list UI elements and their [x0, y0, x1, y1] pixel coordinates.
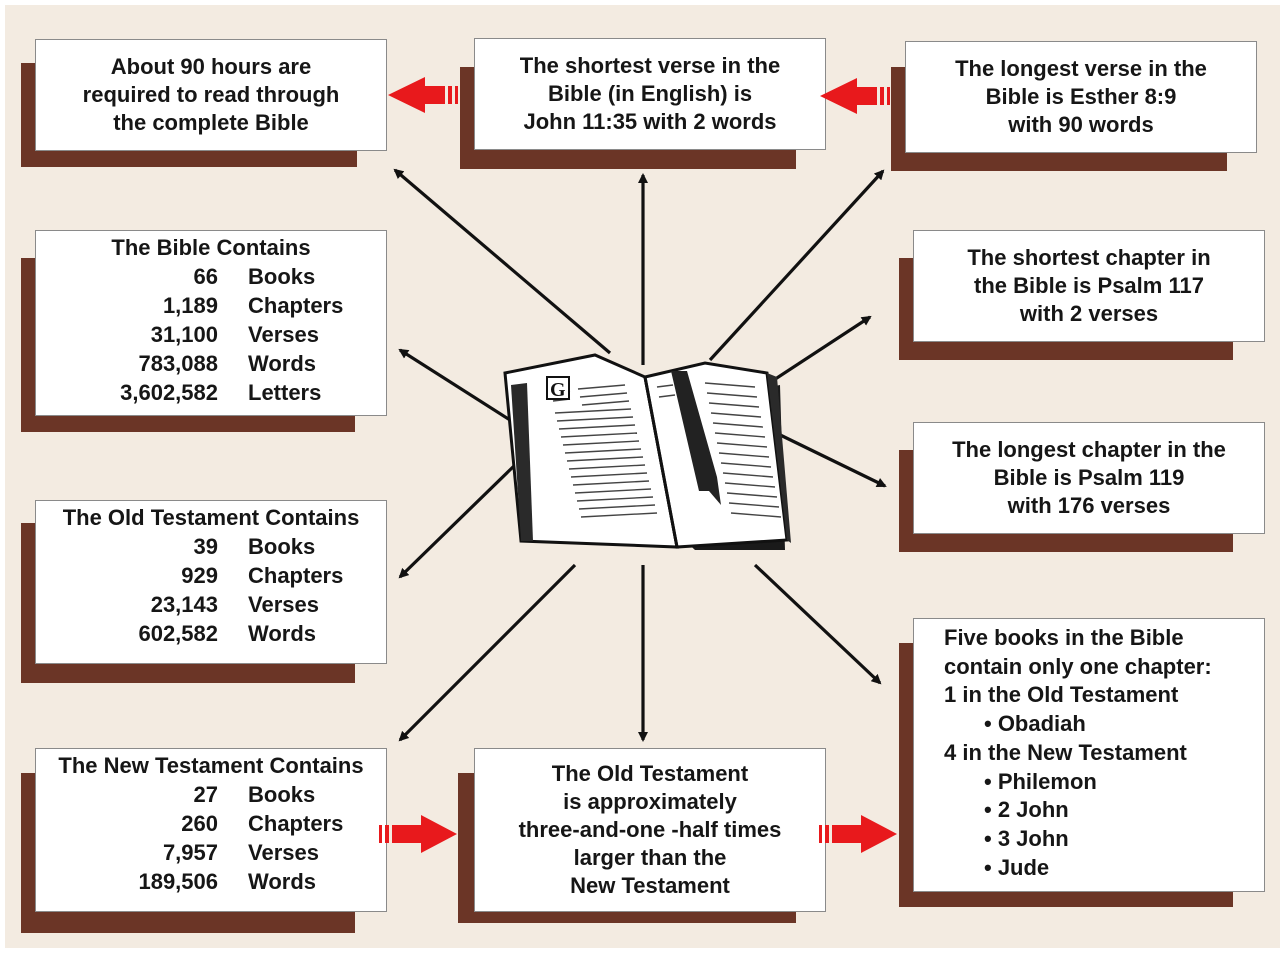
one-chapter-intro: Five books in the Bible [944, 625, 1184, 650]
red-arrow-right [819, 815, 897, 853]
stat-number: 1,189 [162, 293, 218, 318]
comparison-line: three-and-one -half times [518, 817, 782, 842]
longest-verse-box: The longest verse in the Bible is Esther… [905, 41, 1257, 153]
longest-verse-line: The longest verse in the [955, 56, 1207, 81]
book-list-item: • 3 John [984, 825, 1069, 851]
stat-label: Letters [248, 380, 322, 405]
longest-chapter-line: The longest chapter in the [952, 437, 1226, 462]
stat-row: 39 Books [36, 532, 386, 561]
shortest-verse-line: The shortest verse in the [519, 53, 781, 78]
stat-number: 39 [193, 534, 218, 559]
stat-label: Books [248, 264, 316, 289]
connector-arrow [708, 169, 885, 362]
longest-chapter-box: The longest chapter in the Bible is Psal… [913, 422, 1265, 534]
connector-arrow [398, 348, 511, 422]
stat-row: 602,582 Words [36, 619, 386, 648]
new-testament-contains-title: The New Testament Contains [58, 753, 364, 778]
bible-contains-box: The Bible Contains 66 Books 1,189 Chapters… [35, 230, 387, 416]
shortest-chapter-box: The shortest chapter in the Bible is Psa… [913, 230, 1265, 342]
red-arrow-right [379, 815, 457, 853]
stat-row: 1,189 Chapters [36, 291, 386, 320]
one-chapter-books-box: Five books in the Bible contain only one… [913, 618, 1265, 892]
stat-row: 66 Books [36, 262, 386, 291]
one-chapter-intro: contain only one chapter: [944, 653, 1212, 679]
shortest-verse-box: The shortest verse in the Bible (in Engl… [474, 38, 826, 150]
comparison-line: larger than the [573, 845, 727, 870]
stat-number: 929 [181, 563, 218, 588]
shortest-chapter-line: the Bible is Psalm 117 [974, 273, 1204, 298]
connector-arrow [753, 563, 882, 685]
diagram-canvas: About 90 hours are required to read thro… [5, 5, 1280, 948]
red-arrow-left [820, 78, 890, 114]
comparison-line: The Old Testament [551, 761, 749, 786]
stat-number: 66 [193, 264, 218, 289]
stat-row: 7,957 Verses [36, 838, 386, 867]
shortest-verse-line: John 11:35 with 2 words [523, 109, 777, 134]
connector-arrow [398, 563, 577, 742]
book-list-item: • Obadiah [984, 711, 1086, 737]
longest-verse-line: Bible is Esther 8:9 [985, 84, 1177, 109]
stat-label: Books [248, 534, 316, 559]
stat-number: 3,602,582 [120, 380, 218, 405]
stat-label: Chapters [248, 811, 344, 836]
connector-arrow [393, 168, 612, 355]
reading-time-line: the complete Bible [113, 110, 309, 135]
stat-number: 260 [181, 811, 218, 836]
svg-text:G: G [550, 379, 566, 401]
longest-chapter-line: Bible is Psalm 119 [993, 465, 1185, 490]
bible-contains-title: The Bible Contains [111, 235, 311, 260]
stat-label: Words [248, 621, 317, 646]
stat-row: 23,143 Verses [36, 590, 386, 619]
stat-row: 31,100 Verses [36, 320, 386, 349]
shortest-chapter-line: with 2 verses [1019, 301, 1159, 326]
stat-row: 27 Books [36, 780, 386, 809]
new-testament-header: 4 in the New Testament [944, 739, 1187, 765]
shortest-chapter-line: The shortest chapter in [967, 245, 1211, 270]
old-testament-contains-title: The Old Testament Contains [62, 505, 360, 530]
testament-comparison-box: The Old Testament is approximately three… [474, 748, 826, 912]
book-list-item: • Philemon [984, 768, 1097, 794]
stat-number: 27 [193, 782, 218, 807]
stat-label: Verses [248, 592, 319, 617]
stat-label: Words [248, 869, 317, 894]
book-list-item: • Jude [984, 854, 1050, 880]
old-testament-contains-box: The Old Testament Contains 39 Books 929 Ch… [35, 500, 387, 664]
stat-label: Verses [248, 322, 319, 347]
stat-number: 189,506 [138, 869, 218, 894]
comparison-line: New Testament [570, 873, 730, 898]
connectors-layer: G [379, 77, 897, 853]
stat-label: Chapters [248, 293, 344, 318]
connector-arrow [398, 463, 517, 579]
new-testament-contains-box: The New Testament Contains 27 Books 260 Ch… [35, 748, 387, 912]
reading-time-line: About 90 hours are [110, 54, 312, 79]
stat-label: Chapters [248, 563, 344, 588]
stat-number: 602,582 [138, 621, 218, 646]
stat-row: 260 Chapters [36, 809, 386, 838]
stat-number: 31,100 [150, 322, 218, 347]
longest-chapter-line: with 176 verses [1007, 493, 1171, 518]
stat-row: 929 Chapters [36, 561, 386, 590]
old-testament-header: 1 in the Old Testament [944, 682, 1179, 708]
comparison-line: is approximately [563, 789, 737, 814]
stat-label: Books [248, 782, 316, 807]
book-list-item: • 2 John [984, 797, 1069, 823]
reading-time-box: About 90 hours are required to read thro… [35, 39, 387, 151]
stat-label: Verses [248, 840, 319, 865]
connector-arrow [769, 428, 887, 488]
red-arrow-left [388, 77, 458, 113]
stat-row: 189,506 Words [36, 867, 386, 896]
stat-row: 3,602,582 Letters [36, 378, 386, 407]
open-bible-icon: G [503, 353, 791, 550]
stat-number: 783,088 [138, 351, 218, 376]
stat-number: 7,957 [162, 840, 218, 865]
stat-row: 783,088 Words [36, 349, 386, 378]
stat-label: Words [248, 351, 317, 376]
shortest-verse-line: Bible (in English) is [547, 81, 753, 106]
stat-number: 23,143 [150, 592, 218, 617]
reading-time-line: required to read through [82, 82, 340, 107]
longest-verse-line: with 90 words [1008, 112, 1154, 137]
